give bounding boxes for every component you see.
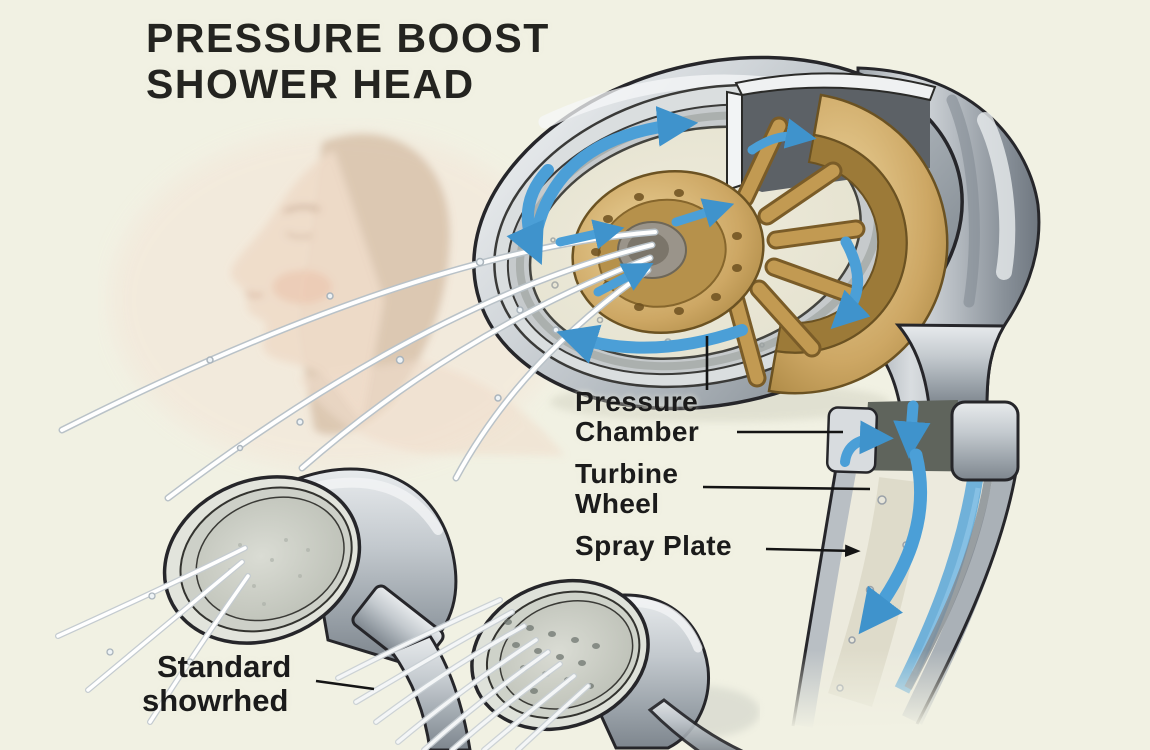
boost-streams [335,597,591,750]
label-turbine-wheel: Turbine Wheel [575,458,679,520]
water-flow-arrows [506,106,871,364]
leader-lines [315,336,871,691]
woman-shoulder [298,360,565,456]
flow-arrow-topright [747,118,817,155]
leader-standard-showerhead [315,679,375,691]
title-line-1: PRESSURE BOOST [146,15,550,61]
flow-arrow-down-long [858,448,928,635]
label-pressure-chamber: Pressure Chamber [575,386,700,448]
flow-arrow-down-short [893,400,931,460]
flow-arrow-inlet-3 [593,263,654,297]
standard-streams [55,545,251,725]
label-standard-showerhead: Standard showrhed [142,649,292,719]
standard-faceplate [195,496,345,622]
standard-showerhead [55,467,472,750]
collar-ring [950,400,1020,482]
diagram-title: PRESSURE BOOST SHOWER HEAD [146,15,550,108]
flow-arrow-bottom [556,324,748,364]
flow-arrow-top [531,106,699,236]
title-line-2: SHOWER HEAD [146,60,475,107]
woman-figure [110,130,570,470]
flow-arrow-left [506,164,554,266]
flow-arrow-hook [840,420,894,467]
flow-arrow-inlet-2 [671,198,735,228]
flow-arrow-right [830,236,871,330]
handle-fade [760,650,1050,750]
leader-spray-plate-arrow [765,544,861,557]
flow-arrow-inlet-1 [555,219,625,250]
label-spray-plate: Spray Plate [575,530,732,561]
boosted-spray-showerhead [335,578,760,750]
leader-turbine-wheel [702,485,871,491]
boost-handle [647,698,744,750]
